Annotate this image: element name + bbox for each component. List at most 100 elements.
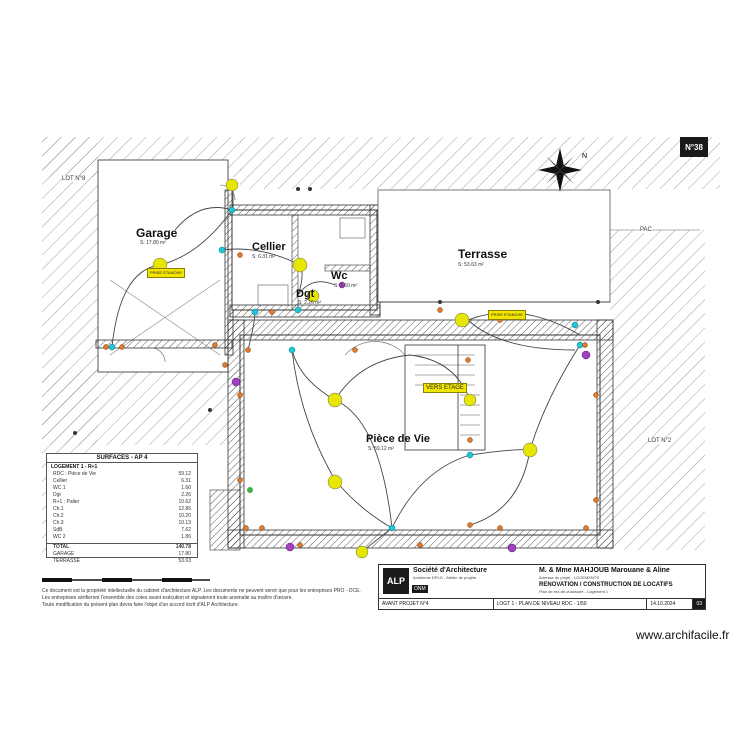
- surface-row-label: WC 1: [53, 485, 66, 491]
- surface-row: R+1 : Palier 10.62: [47, 499, 197, 506]
- project-subtitle: Plan de rez-de-chaussée - Logement 1: [539, 589, 609, 594]
- room-piece-de-vie: Pièce de Vie: [366, 433, 431, 445]
- surface-row: WC 1 1.60: [47, 485, 197, 492]
- surfaces-title: SURFACES - AP 4: [47, 454, 197, 463]
- sockets: [103, 252, 599, 548]
- compass-rose-icon: N: [538, 148, 587, 192]
- surface-row-value: 12.86: [178, 506, 191, 512]
- svg-text:N: N: [582, 153, 587, 160]
- surface-extra-value: 17.80: [178, 551, 191, 557]
- notes-block: Ce document est la propriété intellectue…: [42, 588, 382, 609]
- surface-row-label: Cellier: [53, 478, 68, 484]
- pac-label: PAC: [640, 227, 652, 233]
- surface-row: Ch.3 10.13: [47, 520, 197, 527]
- switch-icon: [288, 346, 296, 354]
- switch-icon: [388, 524, 396, 532]
- client-address: Adresse du projet - LOGEMENTS: [539, 575, 600, 580]
- surface-row-label: Ch.2: [53, 513, 64, 519]
- surface-row-label: RDC : Pièce de Vie: [53, 471, 96, 477]
- surface-row-label: WC 2: [53, 534, 66, 540]
- surfaces-total-value: 140.78: [175, 544, 191, 550]
- surface-row-label: Dgt: [53, 492, 61, 498]
- surface-row-value: 10.62: [178, 499, 191, 505]
- surface-row: Dgt 2.26: [47, 492, 197, 499]
- room-cellier: Cellier: [252, 241, 286, 253]
- phase-label: AVANT PROJET N°4: [379, 599, 494, 609]
- terrasse-tag: PRISE ETANCHE: [488, 310, 526, 320]
- alp-logo: ALP: [383, 568, 409, 594]
- surface-row-value: 2.26: [181, 492, 191, 498]
- room-garage-area: S: 17.80 m²: [140, 240, 166, 246]
- surface-extra-row: GARAGE 17.80: [47, 551, 197, 558]
- surface-row: WC 2 1.86: [47, 534, 197, 541]
- surface-row-label: SdB: [53, 527, 63, 533]
- surface-row-value: 10.13: [178, 520, 191, 526]
- room-terrasse-area: S: 53.63 m²: [458, 262, 484, 268]
- surface-row-value: 1.60: [181, 485, 191, 491]
- surface-row-value: 7.62: [181, 527, 191, 533]
- note-line: Toute modification du présent plan devra…: [42, 602, 240, 608]
- room-wc: Wc: [331, 270, 348, 282]
- neighbour-top: [240, 137, 720, 189]
- switch-icon: [294, 306, 302, 314]
- light-living-2: [327, 474, 343, 490]
- surface-row-value: 6.31: [181, 478, 191, 484]
- title-block: ALP ONM Société d'Architecture Architect…: [378, 564, 706, 610]
- surfaces-total: TOTAL 140.78: [47, 543, 197, 551]
- switch-icon: [108, 343, 116, 351]
- surface-row-label: Ch.3: [53, 520, 64, 526]
- light-terrasse: [454, 312, 470, 328]
- switch-icon: [218, 246, 226, 254]
- onm-logo: ONM: [412, 585, 428, 593]
- company-name: Société d'Architecture: [413, 567, 488, 574]
- room-wc-area: S: 1.60 m²: [334, 283, 358, 289]
- surface-row-label: Ch.1: [53, 506, 64, 512]
- light-entry: [355, 545, 369, 559]
- switch-icon: [228, 206, 236, 214]
- light-cellier: [292, 257, 308, 273]
- room-terrasse: Terrasse: [458, 247, 508, 261]
- lot-right-label: LOT N°2: [648, 438, 672, 444]
- surface-row: SdB 7.62: [47, 527, 197, 534]
- surface-row: Cellier 6.31: [47, 478, 197, 485]
- surface-extra-label: GARAGE: [53, 551, 75, 557]
- room-garage: Garage: [136, 226, 178, 240]
- light-stairs: [463, 393, 477, 407]
- room-dgt-area: S: 2.26 m²: [298, 300, 322, 306]
- special-points: [231, 281, 591, 553]
- switch-icon: [466, 451, 474, 459]
- surfaces-subtitle: LOGEMENT 1 - R+1: [51, 464, 98, 470]
- sheet-label: LOGT 1 - PLAN DE NIVEAU RDC - 1/50: [494, 599, 648, 609]
- room-cellier-area: S: 6.31 m²: [252, 254, 276, 260]
- surface-row-label: R+1 : Palier: [53, 499, 80, 505]
- date-label: 14.10.2024: [647, 599, 694, 609]
- client-name: M. & Mme MAHJOUB Marouane & Aline: [539, 567, 670, 574]
- surface-row-value: 10.20: [178, 513, 191, 519]
- surface-row: Ch.1 12.86: [47, 506, 197, 513]
- room-piece-de-vie-area: S: 59.12 m²: [368, 446, 394, 452]
- page-label: 03: [693, 599, 705, 609]
- light-garage-door: [225, 178, 239, 192]
- surfaces-total-label: TOTAL: [53, 544, 70, 550]
- project-title: RENOVATION / CONSTRUCTION DE LOCATIFS: [539, 582, 673, 588]
- neighbour-bottom-left: [42, 370, 242, 445]
- light-living-1: [327, 392, 343, 408]
- terrasse-area: [377, 189, 611, 303]
- light-dgt: [306, 289, 320, 303]
- surface-extra-value: 53.63: [178, 558, 191, 564]
- scale-bar: [42, 578, 210, 582]
- plan-number-badge: N°38: [680, 137, 708, 157]
- room-dgt: Dgt: [296, 288, 315, 300]
- lot-left-label: LOT N°8: [62, 176, 86, 182]
- switch-icon: [571, 321, 579, 329]
- surfaces-table: SURFACES - AP 4 LOGEMENT 1 - R+1 RDC : P…: [46, 453, 198, 564]
- garage-tag: PRISE ETANCHE: [147, 268, 185, 278]
- surface-row: Ch.2 10.20: [47, 513, 197, 520]
- watermark-link[interactable]: www.archifacile.fr: [636, 628, 730, 642]
- surface-row-value: 1.86: [181, 534, 191, 540]
- switch-icon: [576, 341, 584, 349]
- note-line: Ce document est la propriété intellectue…: [42, 588, 361, 594]
